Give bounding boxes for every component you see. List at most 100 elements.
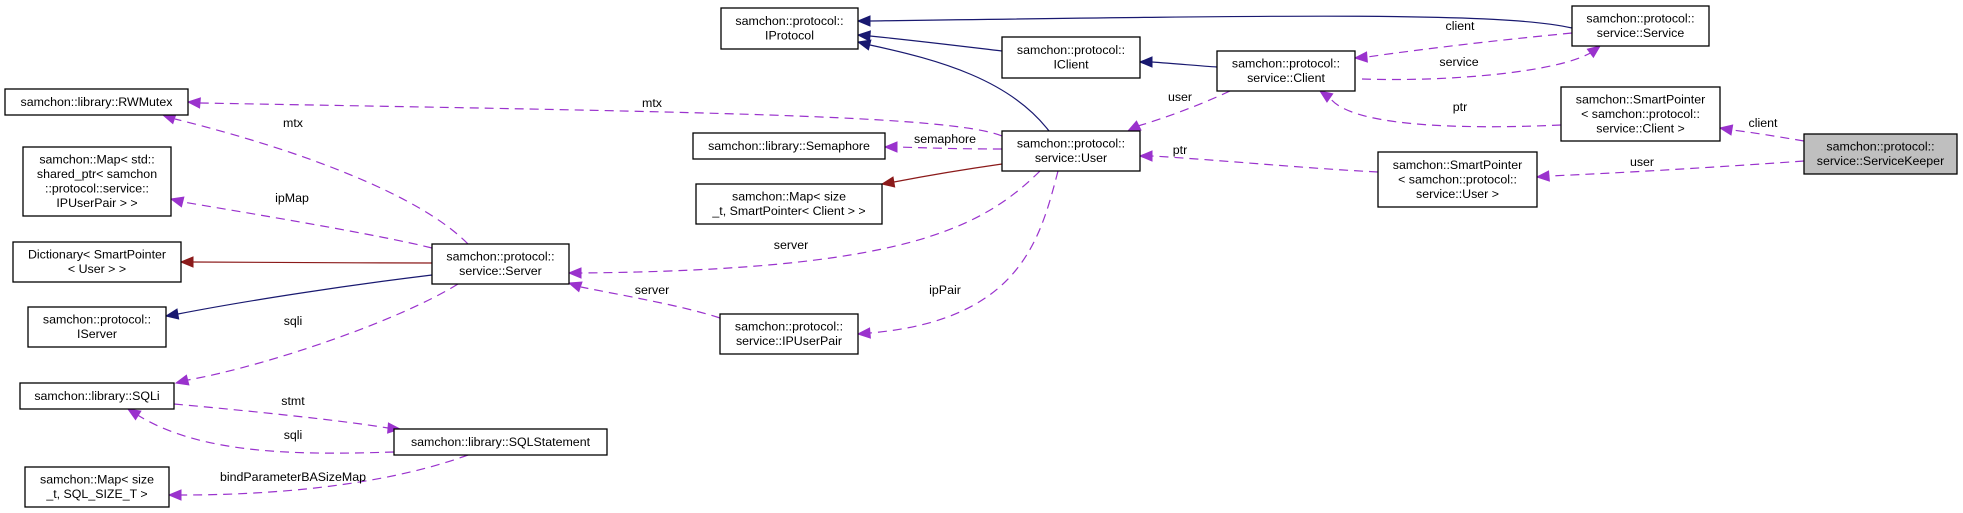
class-node-map-client[interactable]: samchon::Map< size_t, SmartPointer< Clie…: [695, 183, 883, 225]
arrowhead-icon: [567, 281, 583, 293]
class-node-label: service::Service: [1597, 26, 1685, 40]
class-node-map-ipuser-pair[interactable]: samchon::Map< std::shared_ptr< samchon::…: [22, 146, 172, 217]
edge-line: [1361, 51, 1593, 81]
class-node-label: service::IPUserPair: [736, 334, 842, 348]
class-node-sqlstatement[interactable]: samchon::library::SQLStatement: [393, 428, 608, 456]
edge-line: [135, 413, 395, 454]
edge-server-dictionary: [179, 256, 433, 268]
edge-label: ptr: [1453, 100, 1467, 114]
arrowhead-icon: [167, 489, 182, 501]
edge-labels-layer: clientserviceuserptrclientuserptrmtxsema…: [220, 19, 1778, 484]
class-node-iclient[interactable]: samchon::protocol::IClient: [1001, 36, 1141, 79]
class-node-label: < User > >: [68, 262, 126, 276]
arrowhead-icon: [1318, 90, 1334, 103]
class-node-label: Dictionary< SmartPointer: [28, 248, 166, 262]
class-node-label: samchon::protocol::: [1826, 140, 1934, 154]
edge-label: sqli: [284, 428, 303, 442]
arrowhead-icon: [169, 196, 185, 208]
class-node-service[interactable]: samchon::protocol::service::Service: [1571, 5, 1710, 47]
class-node-label: samchon::protocol::: [735, 14, 843, 28]
class-node-iserver[interactable]: samchon::protocol::IServer: [27, 306, 167, 348]
edge-server-sqli: [174, 283, 459, 386]
class-node-dictionary[interactable]: Dictionary< SmartPointer< User > >: [12, 241, 182, 283]
edge-line: [173, 403, 389, 429]
class-node-rwmutex[interactable]: samchon::library::RWMutex: [4, 88, 189, 116]
class-node-label: _t, SmartPointer< Client > >: [711, 204, 865, 218]
class-node-label: service::Client >: [1596, 121, 1685, 135]
class-node-label: IServer: [77, 327, 117, 341]
edge-label: client: [1446, 19, 1475, 33]
class-node-box: [692, 132, 886, 160]
class-node-client[interactable]: samchon::protocol::service::Client: [1216, 50, 1356, 92]
class-node-label: shared_ptr< samchon: [37, 167, 157, 181]
class-node-label: service::User: [1035, 151, 1107, 165]
class-node-iprotocol[interactable]: samchon::protocol::IProtocol: [720, 7, 859, 50]
edge-label: server: [635, 283, 669, 297]
edge-server-iserver: [164, 274, 433, 320]
arrowhead-icon: [1126, 120, 1142, 132]
edge-label: ipPair: [929, 283, 961, 297]
edge-line: [1548, 160, 1805, 177]
nodes-layer: samchon::protocol::IProtocolsamchon::pro…: [4, 5, 1958, 508]
edge-line: [1329, 97, 1562, 128]
class-node-box: [1001, 36, 1141, 79]
edge-line: [869, 15, 1573, 29]
edge-line: [869, 35, 1003, 52]
class-node-label: samchon::library::SQLi: [34, 389, 159, 403]
class-node-box: [393, 428, 608, 456]
edge-label: user: [1630, 155, 1654, 169]
edge-line: [579, 170, 1041, 274]
class-node-label: service::Client: [1247, 71, 1325, 85]
arrowhead-icon: [880, 176, 896, 188]
class-node-label: IClient: [1053, 58, 1089, 72]
class-node-label: samchon::SmartPointer: [1576, 92, 1705, 106]
arrowhead-icon: [186, 97, 201, 109]
arrowhead-icon: [126, 408, 142, 421]
class-node-service-keeper[interactable]: samchon::protocol::service::ServiceKeepe…: [1803, 133, 1958, 175]
class-node-box: [1377, 151, 1538, 208]
arrowhead-icon: [1138, 150, 1153, 162]
class-node-box: [19, 382, 175, 410]
class-node-sqli[interactable]: samchon::library::SQLi: [19, 382, 175, 410]
class-node-label: samchon::library::SQLStatement: [411, 435, 591, 449]
class-node-label: service::User >: [1416, 187, 1499, 201]
class-node-semaphore[interactable]: samchon::library::Semaphore: [692, 132, 886, 160]
edge-line: [1137, 90, 1231, 127]
class-node-label: _t, SQL_SIZE_T >: [45, 487, 147, 501]
class-node-label: samchon::Map< std::: [39, 153, 154, 167]
class-node-map-sql[interactable]: samchon::Map< size_t, SQL_SIZE_T >: [24, 466, 170, 508]
class-node-user[interactable]: samchon::protocol::service::User: [1001, 130, 1141, 172]
class-node-label: < samchon::protocol::: [1398, 172, 1517, 186]
edge-user-mapclient: [880, 163, 1003, 188]
class-node-spclient[interactable]: samchon::SmartPointer< samchon::protocol…: [1560, 86, 1721, 142]
class-node-spuser[interactable]: samchon::SmartPointer< samchon::protocol…: [1377, 151, 1538, 208]
edge-line: [1151, 155, 1379, 173]
edge-line: [896, 146, 1003, 150]
edge-label: stmt: [281, 394, 305, 408]
edge-label: mtx: [283, 116, 304, 130]
class-node-label: service::Server: [459, 264, 542, 278]
arrowhead-icon: [1535, 170, 1550, 182]
edge-line: [182, 201, 433, 249]
arrowhead-icon: [1586, 45, 1602, 59]
edge-user-iprotocol: [856, 39, 1050, 132]
class-node-label: samchon::Map< size: [40, 473, 154, 487]
edge-user-server: [567, 170, 1041, 279]
edge-label: ptr: [1173, 143, 1187, 157]
edge-label: server: [774, 238, 808, 252]
edge-label: mtx: [642, 96, 663, 110]
arrowhead-icon: [1718, 124, 1734, 136]
edge-server-rwmutex: [161, 113, 469, 245]
edge-label: client: [1749, 116, 1778, 130]
class-node-server[interactable]: samchon::protocol::service::Server: [431, 243, 570, 285]
class-node-ipuser-pair[interactable]: samchon::protocol::service::IPUserPair: [719, 313, 859, 355]
edge-user-ipuserpair: [856, 170, 1059, 339]
edge-label: semaphore: [914, 132, 976, 146]
edge-label: user: [1168, 90, 1192, 104]
edge-spuser-user: [1138, 150, 1379, 173]
class-node-box: [1803, 133, 1958, 175]
edge-client-service: [1361, 45, 1602, 81]
arrowhead-icon: [856, 327, 871, 339]
edge-sqlstatement-mapsql: [167, 454, 469, 501]
